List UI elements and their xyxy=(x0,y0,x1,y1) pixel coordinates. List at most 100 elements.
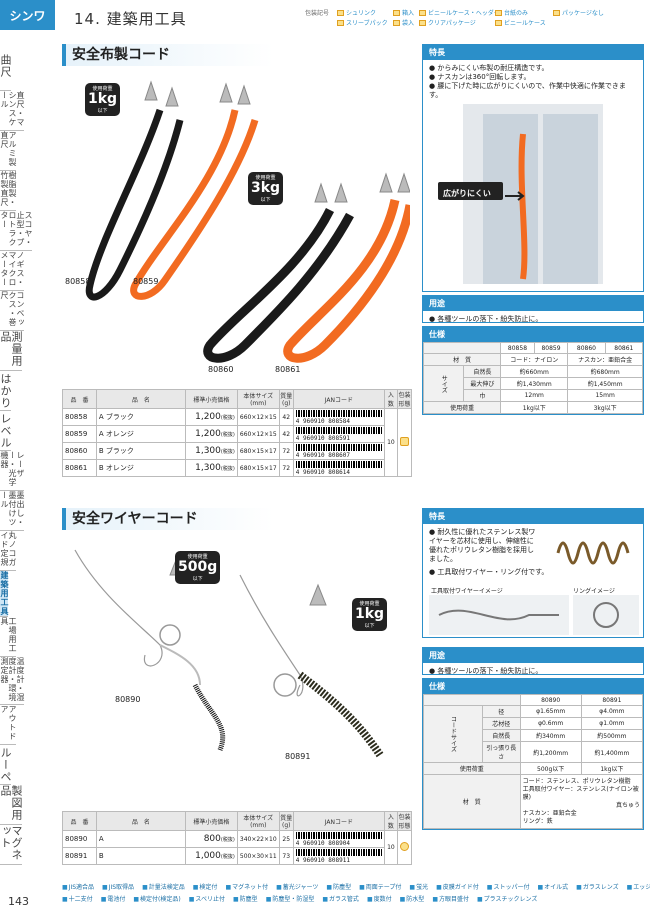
model-label: 80861 xyxy=(275,365,301,374)
panel-heading: 仕様 xyxy=(423,679,643,694)
footer-row: 十二支付電池付検定付(検定品)スベリ止付防塵型防塵型・防湿型ガラス管式度数付防水… xyxy=(62,892,650,904)
usage-text: ● 各種ツールの落下・紛失防止に。 xyxy=(429,667,543,675)
package-icon xyxy=(495,20,502,26)
chapter-title: 14. 建築用工具 xyxy=(74,10,187,28)
image-caption: リングイメージ xyxy=(573,588,615,595)
tab-marking[interactable]: 墨出し・墨付けツール xyxy=(0,491,25,531)
legend-title: 包装記号 xyxy=(305,10,330,17)
cord-orange-b xyxy=(283,199,410,363)
tab-laser[interactable]: レーザー・光学機器 xyxy=(0,451,25,491)
barcode: 4 960910 808584 xyxy=(292,408,385,426)
tab-square[interactable]: スコヤ・止型・プロトラクター xyxy=(0,211,33,251)
legend-item: スリーブパック xyxy=(337,18,388,27)
brand-logo: シンワ xyxy=(0,0,55,30)
package-icon xyxy=(393,10,400,16)
package-icon xyxy=(399,842,409,851)
snap-hook-icon xyxy=(334,182,348,203)
snap-hook-icon xyxy=(314,182,328,203)
snap-hook-icon xyxy=(397,172,410,193)
legend-item: 台紙のみ xyxy=(495,8,528,17)
panel-heading: 用途 xyxy=(423,648,643,663)
panel-heading: 用途 xyxy=(423,296,643,311)
label-box xyxy=(438,182,503,200)
tab-aluminum[interactable]: アルミ製直尺 xyxy=(0,131,17,171)
legend-item: 箱入 xyxy=(393,8,414,17)
package-icon xyxy=(553,10,560,16)
load-badge-500g: 使用荷重 500g 以下 xyxy=(175,551,221,584)
panel-heading: 特長 xyxy=(423,509,643,524)
feature-item: ● 耐久性に優れたステンレス製ワイヤーを芯材に使用し、伸縮性に優れたポリウレタン… xyxy=(429,528,536,563)
tab-construction-tools[interactable]: 建築用工具 xyxy=(0,571,9,617)
legend-item: ビニールケース xyxy=(495,18,546,27)
tab-chokushaku[interactable]: 直尺・マシンスケール xyxy=(0,91,25,131)
feature-item: ● 工具取付ワイヤー・リング付です。 xyxy=(429,568,549,576)
tab-magnet[interactable]: マグネット xyxy=(0,825,23,865)
barcode: 4 960910 808614 xyxy=(292,459,385,477)
legend-item: ビニールケース・ヘッダー xyxy=(419,8,500,17)
tab-saw-guide[interactable]: 丸ノコガイド定規 xyxy=(0,531,17,571)
package-icon xyxy=(399,437,409,446)
tab-kanejaku[interactable]: 曲尺 xyxy=(0,42,12,91)
tab-level[interactable]: レベル xyxy=(0,411,12,451)
legend-item: シュリンク xyxy=(337,8,376,17)
tab-factory-tools[interactable]: 工場用工具 xyxy=(0,617,17,657)
model-label: 80890 xyxy=(115,695,141,704)
barcode: 4 960910 808911 xyxy=(292,847,385,865)
package-icon xyxy=(337,10,344,16)
cord-orange-a xyxy=(130,109,259,300)
category-tabs: 曲尺 直尺・マシンスケール アルミ製直尺 樹脂製・竹製直尺 スコヤ・止型・プロト… xyxy=(0,42,42,865)
page-number: 143 xyxy=(8,895,29,908)
barcode: 4 960910 808591 xyxy=(292,425,385,443)
tab-caliper[interactable]: ノギス・マイクロメーター xyxy=(0,251,25,291)
usage-text: ● 各種ツールの落下・紛失防止に。 xyxy=(429,315,543,323)
legend-item: パッケージなし xyxy=(553,8,604,17)
package-icon xyxy=(495,10,502,16)
tab-resin[interactable]: 樹脂製・竹製直尺 xyxy=(0,171,17,211)
model-label: 80858 xyxy=(65,277,91,286)
arrow-icon xyxy=(505,191,525,201)
image-caption: 工具取付ワイヤーイメージ xyxy=(431,588,503,595)
panel-heading: 仕様 xyxy=(423,327,643,342)
tab-drafting[interactable]: 製図用品 xyxy=(0,785,23,825)
barcode: 4 960910 808904 xyxy=(292,830,385,848)
wire-attach-image xyxy=(429,595,569,635)
model-label: 80891 xyxy=(285,752,311,761)
legend-item: クリアパッケージ xyxy=(419,18,476,27)
feature-list: ● からみにくい布製の耐圧構造です。 ● ナスカンは360°回転します。 ● 腰… xyxy=(423,60,643,104)
tab-loupe[interactable]: ルーペ xyxy=(0,745,12,785)
panel-heading: 特長 xyxy=(423,45,643,60)
features-panel: 特長 ● からみにくい布製の耐圧構造です。 ● ナスカンは360°回転します。 … xyxy=(422,44,644,292)
tab-scale[interactable]: はかり xyxy=(0,371,12,411)
load-badge-3kg: 使用荷重 3kg 以下 xyxy=(248,172,284,205)
tab-outdoor[interactable]: アウトドア xyxy=(0,705,17,745)
wire-cord-photo xyxy=(74,549,384,758)
package-icon xyxy=(419,20,426,26)
snap-hook-icon xyxy=(144,80,158,101)
tab-convex[interactable]: コンベックス・巻尺 xyxy=(0,291,25,331)
snap-hook-icon xyxy=(237,84,251,105)
usage-panel: 用途 ● 各種ツールの落下・紛失防止に。 xyxy=(422,295,644,323)
tab-thermometer[interactable]: 温度計・湿度計・環境測定器 xyxy=(0,657,25,705)
snap-hook-icon xyxy=(165,86,179,107)
cord-black-a xyxy=(85,108,184,301)
product-table-fabric: 品 番 品 名 標準小売価格 本体サイズ(mm) 質量(g) JANコード 入数… xyxy=(62,389,413,477)
package-icon xyxy=(337,20,344,26)
tab-survey[interactable]: 測量用品 xyxy=(0,331,23,371)
model-label: 80859 xyxy=(133,277,159,286)
cord-black-b xyxy=(203,207,354,363)
feature-item: ● 腰に下げた時に広がりにくいので、作業中快適に作業できます。 xyxy=(429,82,626,99)
footer-legend: JIS適合品JIS取得品計量法検定品検定付マグネット付蓄光ジャーツ防塵型両面テー… xyxy=(62,880,650,904)
package-icon xyxy=(393,20,400,26)
feature-item: ● ナスカンは360°回転します。 xyxy=(429,73,531,81)
section-title-wire-cord: 安全ワイヤーコード xyxy=(62,508,412,530)
coil-photo xyxy=(556,541,630,565)
